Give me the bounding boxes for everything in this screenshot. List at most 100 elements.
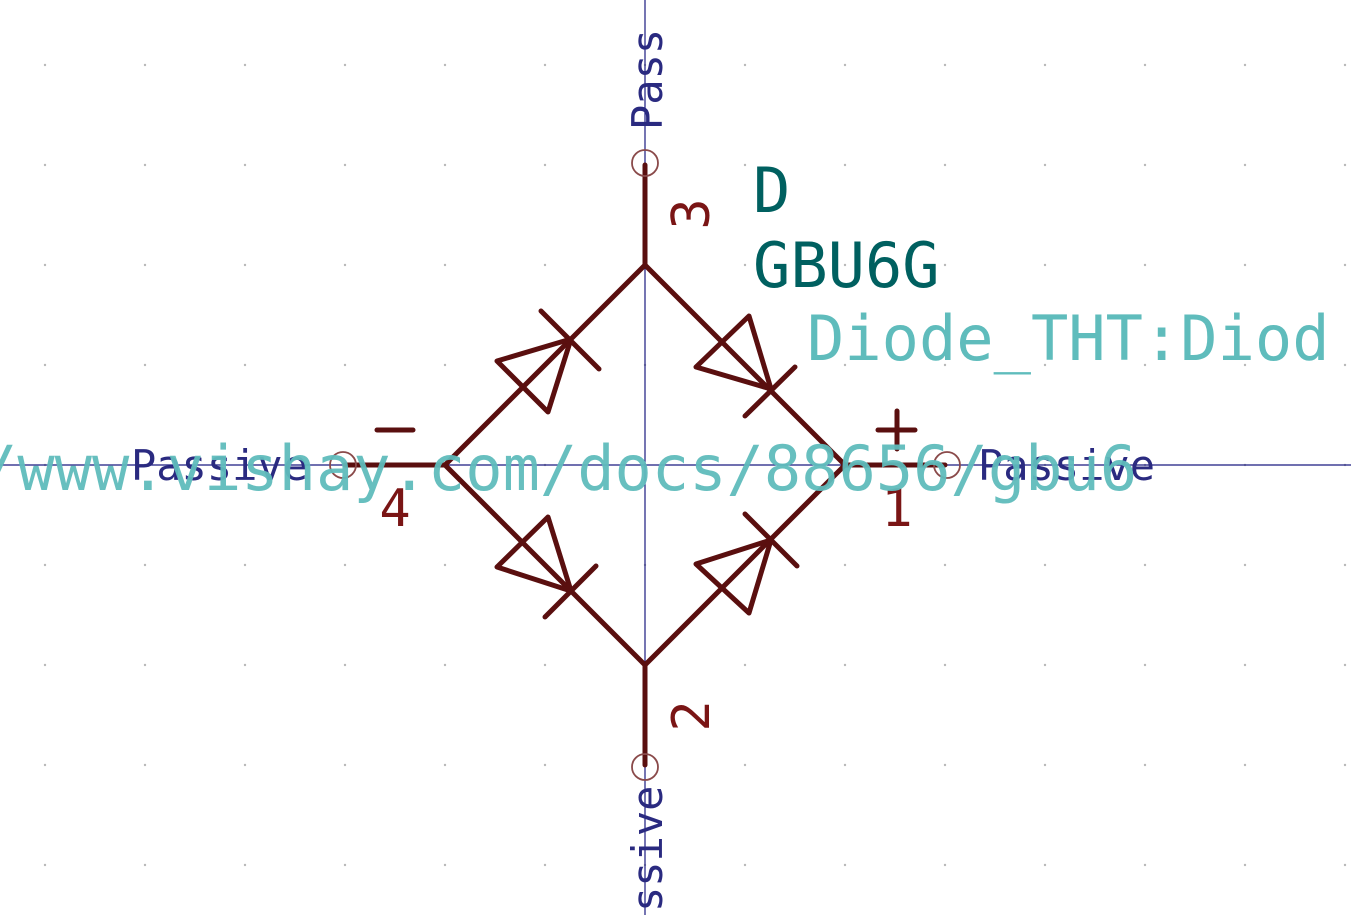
grid-dot	[1343, 163, 1347, 167]
grid-dot	[943, 163, 947, 167]
pin-2-number: 2	[662, 700, 722, 731]
grid-dot	[743, 663, 747, 667]
grid-dot	[143, 763, 147, 767]
grid-dot	[443, 663, 447, 667]
grid-dot	[43, 63, 47, 67]
grid-dot	[1243, 863, 1247, 867]
grid-dot	[43, 863, 47, 867]
diode-top-right-bar	[742, 364, 798, 419]
grid-dot	[843, 663, 847, 667]
grid-dot	[43, 563, 47, 567]
grid-dot	[443, 763, 447, 767]
grid-dot	[1143, 163, 1147, 167]
reference-field[interactable]: D	[753, 154, 790, 227]
grid-dot	[243, 263, 247, 267]
grid-dot	[1243, 663, 1247, 667]
grid-dot	[443, 63, 447, 67]
grid-dot	[243, 863, 247, 867]
pin-4-type: Passive	[131, 441, 308, 490]
grid-dot	[343, 363, 347, 367]
pin-2-end-circle[interactable]	[631, 753, 659, 781]
grid-dot	[843, 763, 847, 767]
grid-dot	[43, 363, 47, 367]
grid-dot	[243, 663, 247, 667]
grid-dot	[243, 563, 247, 567]
grid-dot	[1243, 263, 1247, 267]
grid-dot	[143, 63, 147, 67]
grid-dot	[1243, 363, 1247, 367]
diode-bottom-right-bar	[742, 511, 800, 569]
grid-dot	[1043, 763, 1047, 767]
grid-dot	[143, 563, 147, 567]
grid-dot	[543, 263, 547, 267]
grid-dot	[243, 63, 247, 67]
grid-dot	[1343, 663, 1347, 667]
pin-4-number: 4	[379, 479, 410, 539]
grid-dot	[143, 263, 147, 267]
grid-dot	[543, 663, 547, 667]
grid-dot	[1343, 363, 1347, 367]
grid-dot	[843, 63, 847, 67]
grid-dot	[743, 263, 747, 267]
value-field[interactable]: GBU6G	[753, 229, 940, 302]
diode-bottom-left-triangle	[494, 514, 574, 594]
diode-top-right	[693, 313, 798, 419]
grid-dot	[1243, 163, 1247, 167]
grid-dot	[543, 63, 547, 67]
grid-dot	[243, 163, 247, 167]
pin-3-end-circle[interactable]	[631, 149, 659, 177]
grid-dot	[943, 263, 947, 267]
pin-1-end-circle[interactable]	[933, 451, 961, 479]
grid-dot	[1343, 763, 1347, 767]
grid-dot	[743, 163, 747, 167]
grid-dot	[143, 163, 147, 167]
diode-bottom-left	[494, 514, 599, 620]
grid-dot	[1043, 563, 1047, 567]
grid-dot	[943, 763, 947, 767]
grid-dot	[343, 163, 347, 167]
pin-4-end-circle[interactable]	[329, 451, 357, 479]
grid-dot	[943, 663, 947, 667]
grid-dot	[1343, 263, 1347, 267]
grid-dot	[543, 763, 547, 767]
grid-dot	[1243, 63, 1247, 67]
grid-dot	[943, 863, 947, 867]
grid-dot	[543, 163, 547, 167]
grid-dot	[443, 163, 447, 167]
grid-dot	[343, 863, 347, 867]
grid-dot	[143, 663, 147, 667]
diode-top-left-bar	[538, 308, 602, 372]
grid-dot	[43, 663, 47, 667]
grid-dot	[1343, 863, 1347, 867]
grid-dot	[343, 563, 347, 567]
pin-end-markers	[329, 149, 961, 781]
pin-1-number: 1	[881, 479, 912, 539]
grid-dot	[1243, 763, 1247, 767]
grid-dot	[343, 763, 347, 767]
grid-dot	[343, 63, 347, 67]
diode-bottom-right	[693, 511, 800, 616]
diode-bottom-left-bar	[542, 563, 599, 620]
grid-dot	[143, 363, 147, 367]
pin-2-type: ssive	[623, 786, 672, 912]
grid-dot	[1043, 363, 1047, 367]
diode-top-left	[494, 308, 602, 415]
grid-dot	[543, 863, 547, 867]
grid-dot	[843, 363, 847, 367]
footprint-field[interactable]: Diode_THT:Diod	[807, 302, 1330, 375]
grid-dot	[1043, 163, 1047, 167]
grid-dot	[743, 763, 747, 767]
pin-1-type: Passive	[978, 441, 1155, 490]
pin-3-type: Pass	[623, 29, 672, 130]
grid-dot	[843, 263, 847, 267]
grid-dot	[443, 863, 447, 867]
grid-dot	[1243, 563, 1247, 567]
datasheet-field[interactable]: /www.vishay.com/docs/88656/gbu6	[0, 432, 1137, 505]
grid-dot	[143, 863, 147, 867]
grid-dot	[843, 863, 847, 867]
grid-dot	[243, 763, 247, 767]
grid-dot	[43, 163, 47, 167]
bridge-rectifier-body[interactable]	[342, 162, 948, 768]
grid-dot	[1043, 63, 1047, 67]
